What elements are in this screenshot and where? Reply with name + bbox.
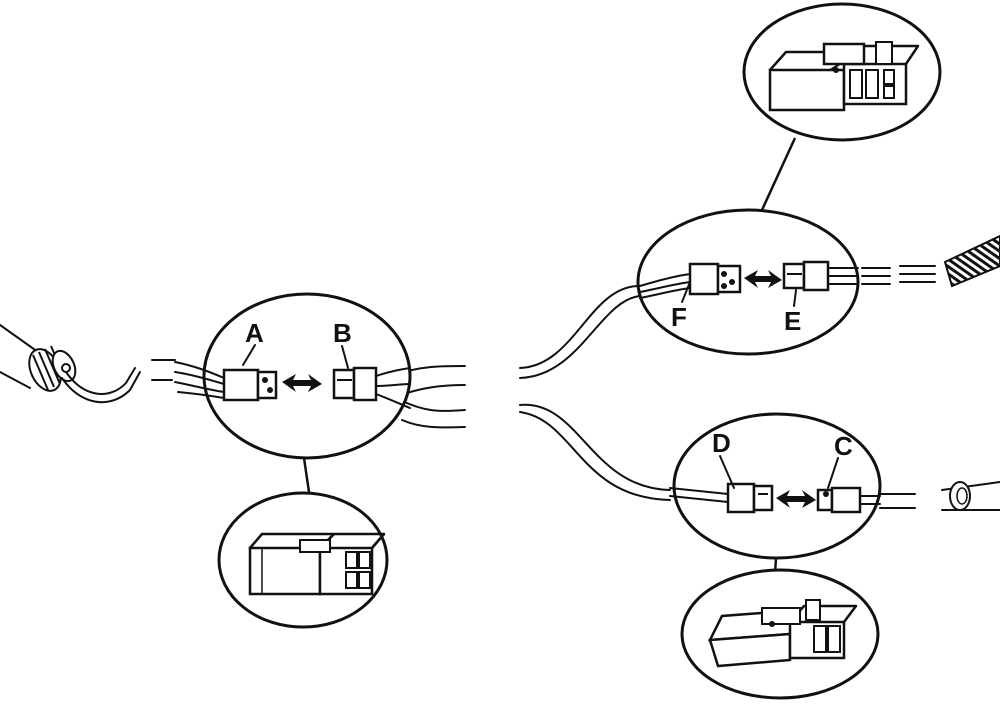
label-b: B <box>333 318 352 348</box>
mating-arrows-dc <box>776 490 816 508</box>
connector-d <box>726 482 774 514</box>
zoom-circle-connector-ef <box>742 2 942 142</box>
connector-f <box>688 262 742 296</box>
flat-cable <box>861 234 1000 288</box>
detail-circle-ab: A B <box>174 292 412 460</box>
label-f: F <box>671 302 687 332</box>
connector-c <box>816 486 862 514</box>
label-a: A <box>245 318 264 348</box>
detail-circle-dc: D C <box>669 412 882 560</box>
zoom-leader-ab <box>302 457 311 493</box>
mating-arrows-ab <box>282 374 322 392</box>
motor-cable <box>61 367 141 404</box>
round-cable-end <box>879 481 1000 511</box>
mating-arrows-ef <box>744 270 782 288</box>
label-c: C <box>834 431 853 461</box>
tubular-motor <box>0 324 77 392</box>
label-d: D <box>712 428 731 458</box>
detail-circle-ef: F E <box>636 208 860 356</box>
connector-e <box>782 260 830 292</box>
zoom-circle-connector-dc <box>680 568 880 700</box>
label-e: E <box>784 306 801 336</box>
connector-b <box>332 366 378 402</box>
zoom-leader-ef <box>760 137 797 211</box>
connector-a <box>222 368 278 402</box>
split-cables <box>519 284 671 501</box>
zoom-circle-connector-ab <box>217 491 389 629</box>
